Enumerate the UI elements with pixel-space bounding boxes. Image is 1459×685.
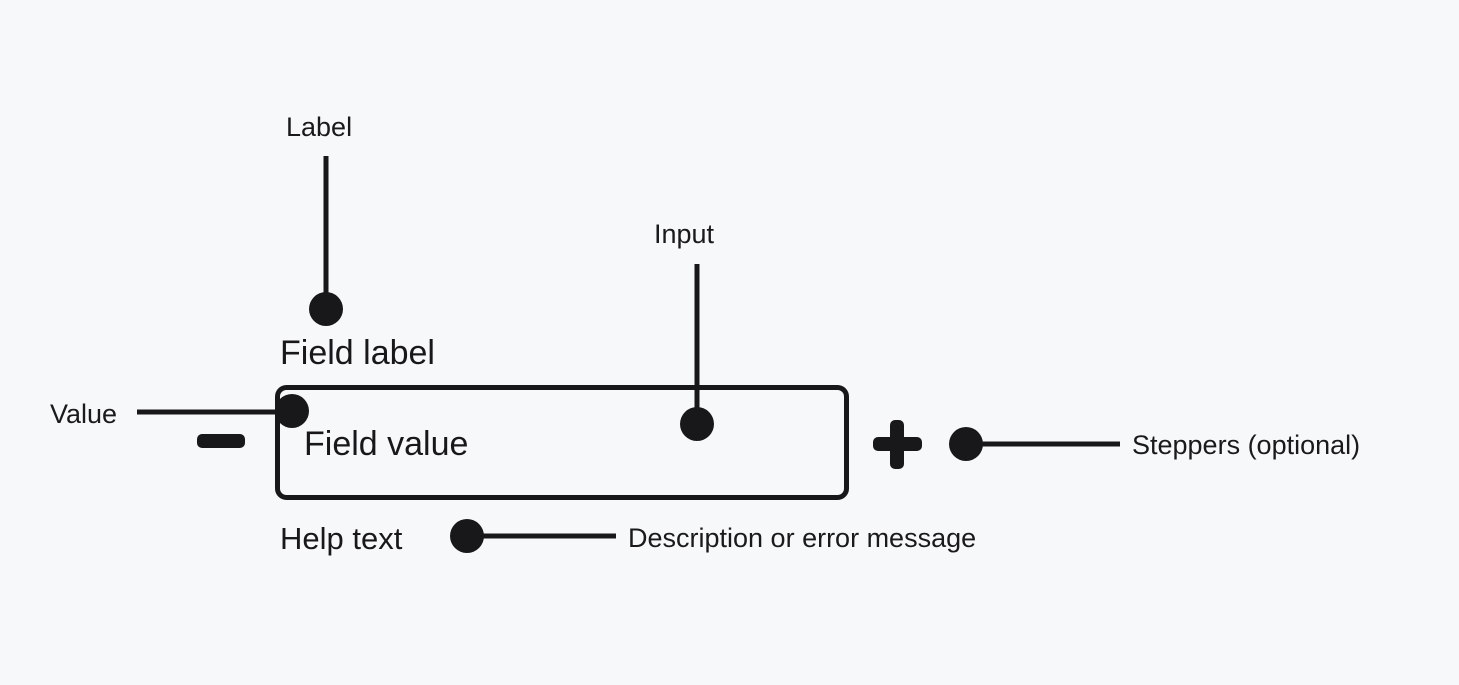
callout-steppers: Steppers (optional) xyxy=(949,427,1360,461)
callout-value-text: Value xyxy=(50,399,117,429)
callout-input: Input xyxy=(654,219,715,441)
stepper-decrement-button[interactable] xyxy=(197,434,245,448)
plus-icon[interactable] xyxy=(873,420,922,469)
callout-value: Value xyxy=(50,394,309,429)
callout-input-text: Input xyxy=(654,219,715,249)
minus-icon[interactable] xyxy=(197,434,245,448)
callout-steppers-text: Steppers (optional) xyxy=(1132,430,1360,460)
callout-help-text-leader-dot xyxy=(450,519,484,553)
callout-label: Label xyxy=(286,112,352,326)
stepper-increment-button[interactable] xyxy=(873,420,922,469)
callout-input-leader-dot xyxy=(680,407,714,441)
callout-steppers-leader-dot xyxy=(949,427,983,461)
callout-label-text: Label xyxy=(286,112,352,142)
field-label: Field label xyxy=(280,334,435,372)
callout-value-leader-dot xyxy=(275,394,309,428)
help-text-row: Help text Description or error message xyxy=(280,519,976,556)
callout-label-leader-dot xyxy=(309,292,343,326)
field-input-box[interactable] xyxy=(275,385,849,500)
help-text-label: Help text xyxy=(280,521,403,556)
help-text-value: Description or error message xyxy=(628,523,976,553)
field-value: Field value xyxy=(304,425,468,463)
